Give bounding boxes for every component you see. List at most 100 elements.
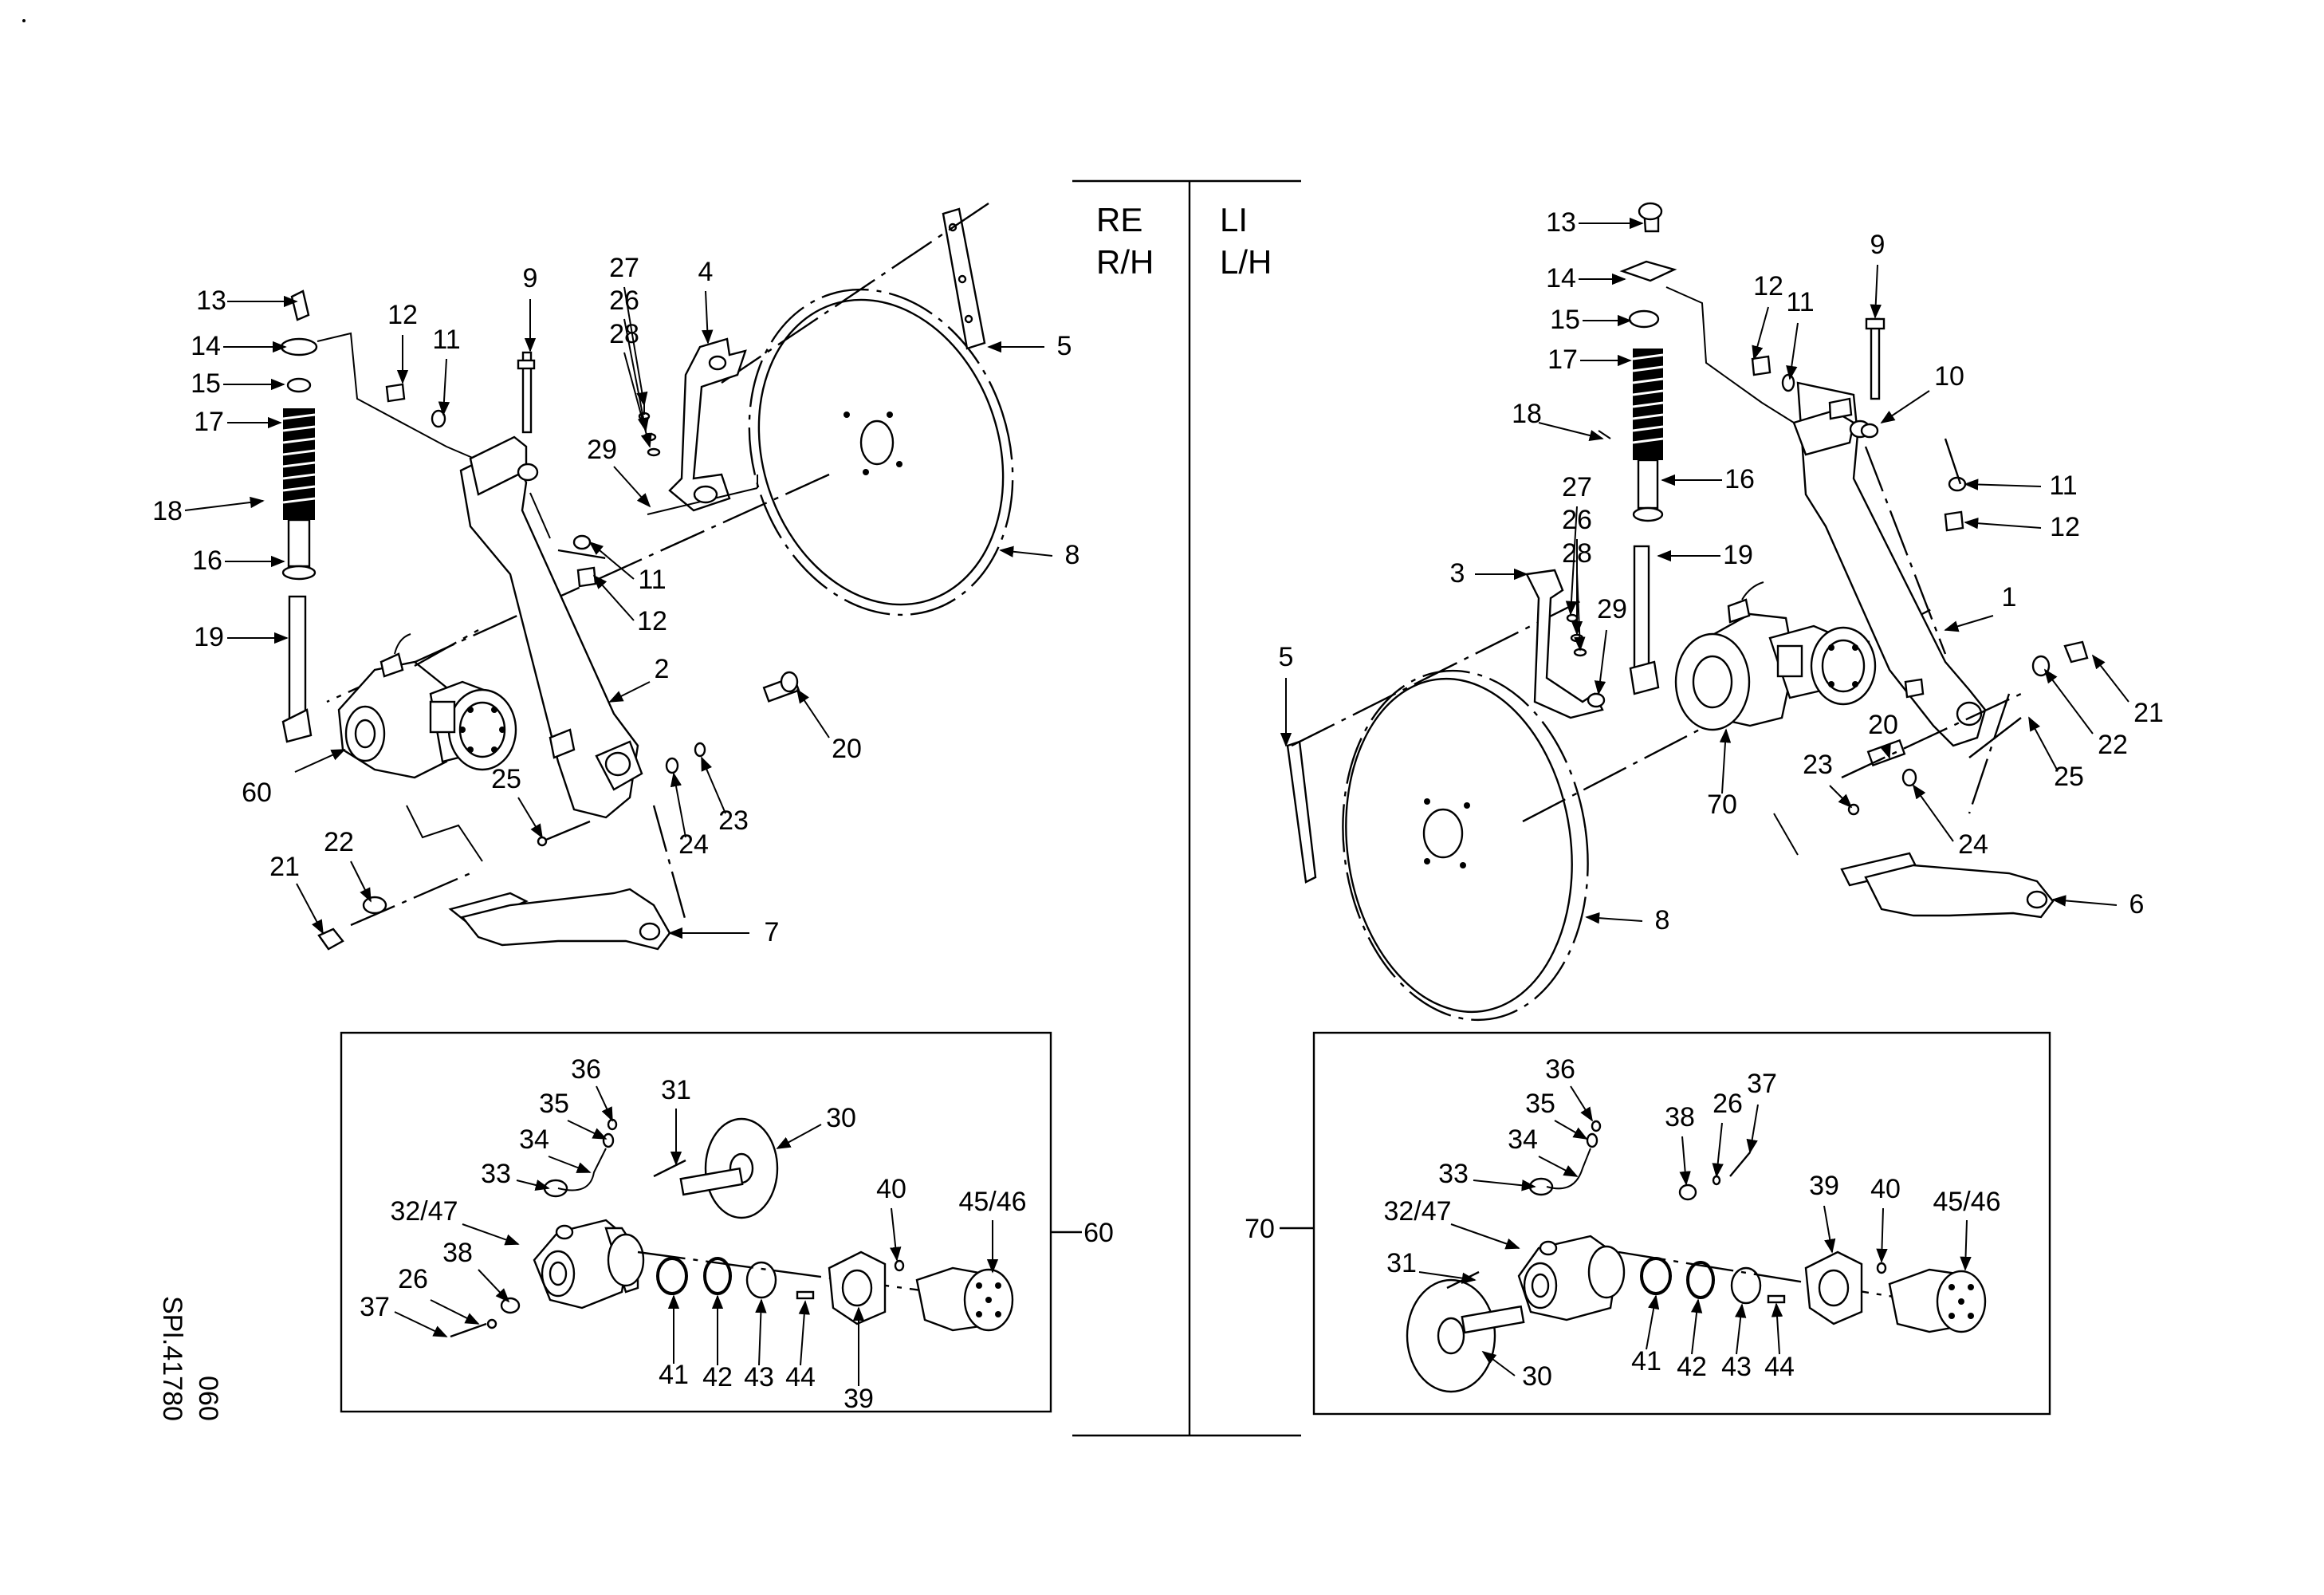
callout-leader [1712, 1122, 1724, 1178]
callout-leader [776, 1124, 822, 1149]
lh-disc [1345, 677, 1573, 1014]
callout-leader [1746, 1104, 1759, 1154]
callout-leader [1829, 785, 1853, 809]
callout-number: 41 [1631, 1346, 1661, 1376]
callout-number: 36 [1545, 1054, 1575, 1085]
callout-leader [588, 541, 635, 580]
callout-number: 9 [1870, 230, 1886, 260]
callout-leader [999, 545, 1053, 557]
callout-number: 13 [1546, 207, 1576, 238]
callout-leader [1964, 518, 2042, 530]
callout-number: 20 [832, 734, 862, 764]
label-left-en: L/H [1220, 243, 1272, 281]
callout-leader [516, 1180, 550, 1191]
callout-number: 17 [1547, 345, 1578, 375]
callout-leader [1679, 1136, 1691, 1186]
callout-number: 30 [826, 1103, 856, 1133]
callout-number: 45/46 [958, 1187, 1026, 1217]
callout-leader [1735, 1303, 1747, 1355]
callout-number: 5 [1279, 642, 1294, 672]
rh-assembly [280, 203, 1014, 951]
sheet-number: 060 [193, 1376, 223, 1421]
callout-number: 26 [1562, 505, 1592, 535]
rh-bracket-7 [460, 888, 671, 951]
callout-number: 23 [1803, 750, 1833, 780]
callout-number: 12 [637, 606, 667, 636]
callout-leader [1565, 506, 1578, 616]
callout-leader [796, 688, 830, 738]
callout-number: 43 [744, 1362, 774, 1392]
callout-leader [438, 358, 450, 416]
callout-number: 18 [1512, 399, 1542, 429]
callout-number: 35 [539, 1089, 569, 1119]
callout-number: 70 [1707, 790, 1737, 820]
callout-number: 42 [1677, 1352, 1707, 1382]
callout-number: 11 [2049, 471, 2077, 501]
callout-number: 11 [638, 565, 666, 595]
callout-number: 21 [269, 852, 300, 882]
callout-leader [567, 1120, 608, 1140]
rh-arm [459, 445, 639, 819]
callout-leader [548, 1156, 592, 1173]
callout-number: 4 [698, 257, 714, 287]
callout-leader [350, 861, 372, 903]
callout-number: 24 [1958, 829, 1988, 860]
corner-mark [22, 19, 26, 22]
callout-number: 15 [1550, 305, 1580, 335]
callout-number: 8 [1655, 905, 1670, 935]
callout-number: 3 [1450, 558, 1465, 589]
callout-number: 32/47 [390, 1196, 458, 1227]
callout-number: 15 [191, 368, 221, 399]
callout-leaders [184, 217, 2129, 1386]
callout-leader [623, 286, 648, 407]
callout-number: 18 [152, 496, 183, 526]
callout-number: 11 [1786, 287, 1814, 317]
callout-leader [1538, 422, 1604, 442]
callout-number: 31 [661, 1075, 691, 1105]
callout-number: 43 [1721, 1352, 1752, 1382]
callout-number: 16 [1724, 464, 1755, 494]
callout-number: 35 [1525, 1089, 1555, 1119]
callout-leader [1418, 1271, 1477, 1284]
drawing-code: SPl.41780 [157, 1296, 187, 1421]
callout-number: 24 [678, 829, 709, 860]
detail-box-70 [1280, 1031, 2051, 1416]
callout-leader [623, 318, 650, 432]
callout-leader [478, 1269, 510, 1303]
callout-leader [1771, 1302, 1783, 1355]
callout-number: 26 [609, 286, 639, 316]
callout-number: 26 [1713, 1089, 1743, 1119]
callout-leader [294, 749, 346, 773]
callout-number: 23 [718, 805, 749, 836]
lh-assembly [1286, 202, 2089, 1022]
callout-number: 25 [2054, 762, 2084, 792]
callout-leader [1786, 322, 1799, 380]
callout-leader [701, 756, 726, 814]
callout-leader [296, 883, 324, 935]
callout-number: 40 [876, 1174, 906, 1204]
callout-leader [1752, 306, 1769, 360]
detail-reference-number: 70 [1245, 1214, 1275, 1244]
callout-leader [517, 797, 543, 839]
callout-leader [608, 681, 651, 703]
label-left-de: LI [1220, 201, 1248, 238]
callout-number: 41 [659, 1360, 689, 1390]
callout-leader [2051, 895, 2118, 907]
callout-leader [1876, 1207, 1888, 1263]
callout-number: 16 [192, 545, 222, 576]
callout-number: 1 [2002, 582, 2017, 612]
callout-leader [1880, 743, 1891, 759]
callout-leader [1570, 1085, 1593, 1122]
callout-number: 22 [324, 827, 354, 857]
callout-number: 37 [1747, 1069, 1777, 1099]
callout-number: 29 [587, 435, 617, 465]
callout-leader [462, 1223, 520, 1246]
callout-number: 38 [1665, 1102, 1695, 1132]
callout-leader [1719, 728, 1732, 794]
callout-leader [1594, 629, 1607, 695]
callout-number: 10 [1934, 361, 1964, 392]
callout-leader [1538, 1156, 1579, 1177]
callout-leader [430, 1299, 480, 1325]
callout-leader [1944, 615, 1994, 632]
callout-number: 9 [523, 263, 538, 293]
